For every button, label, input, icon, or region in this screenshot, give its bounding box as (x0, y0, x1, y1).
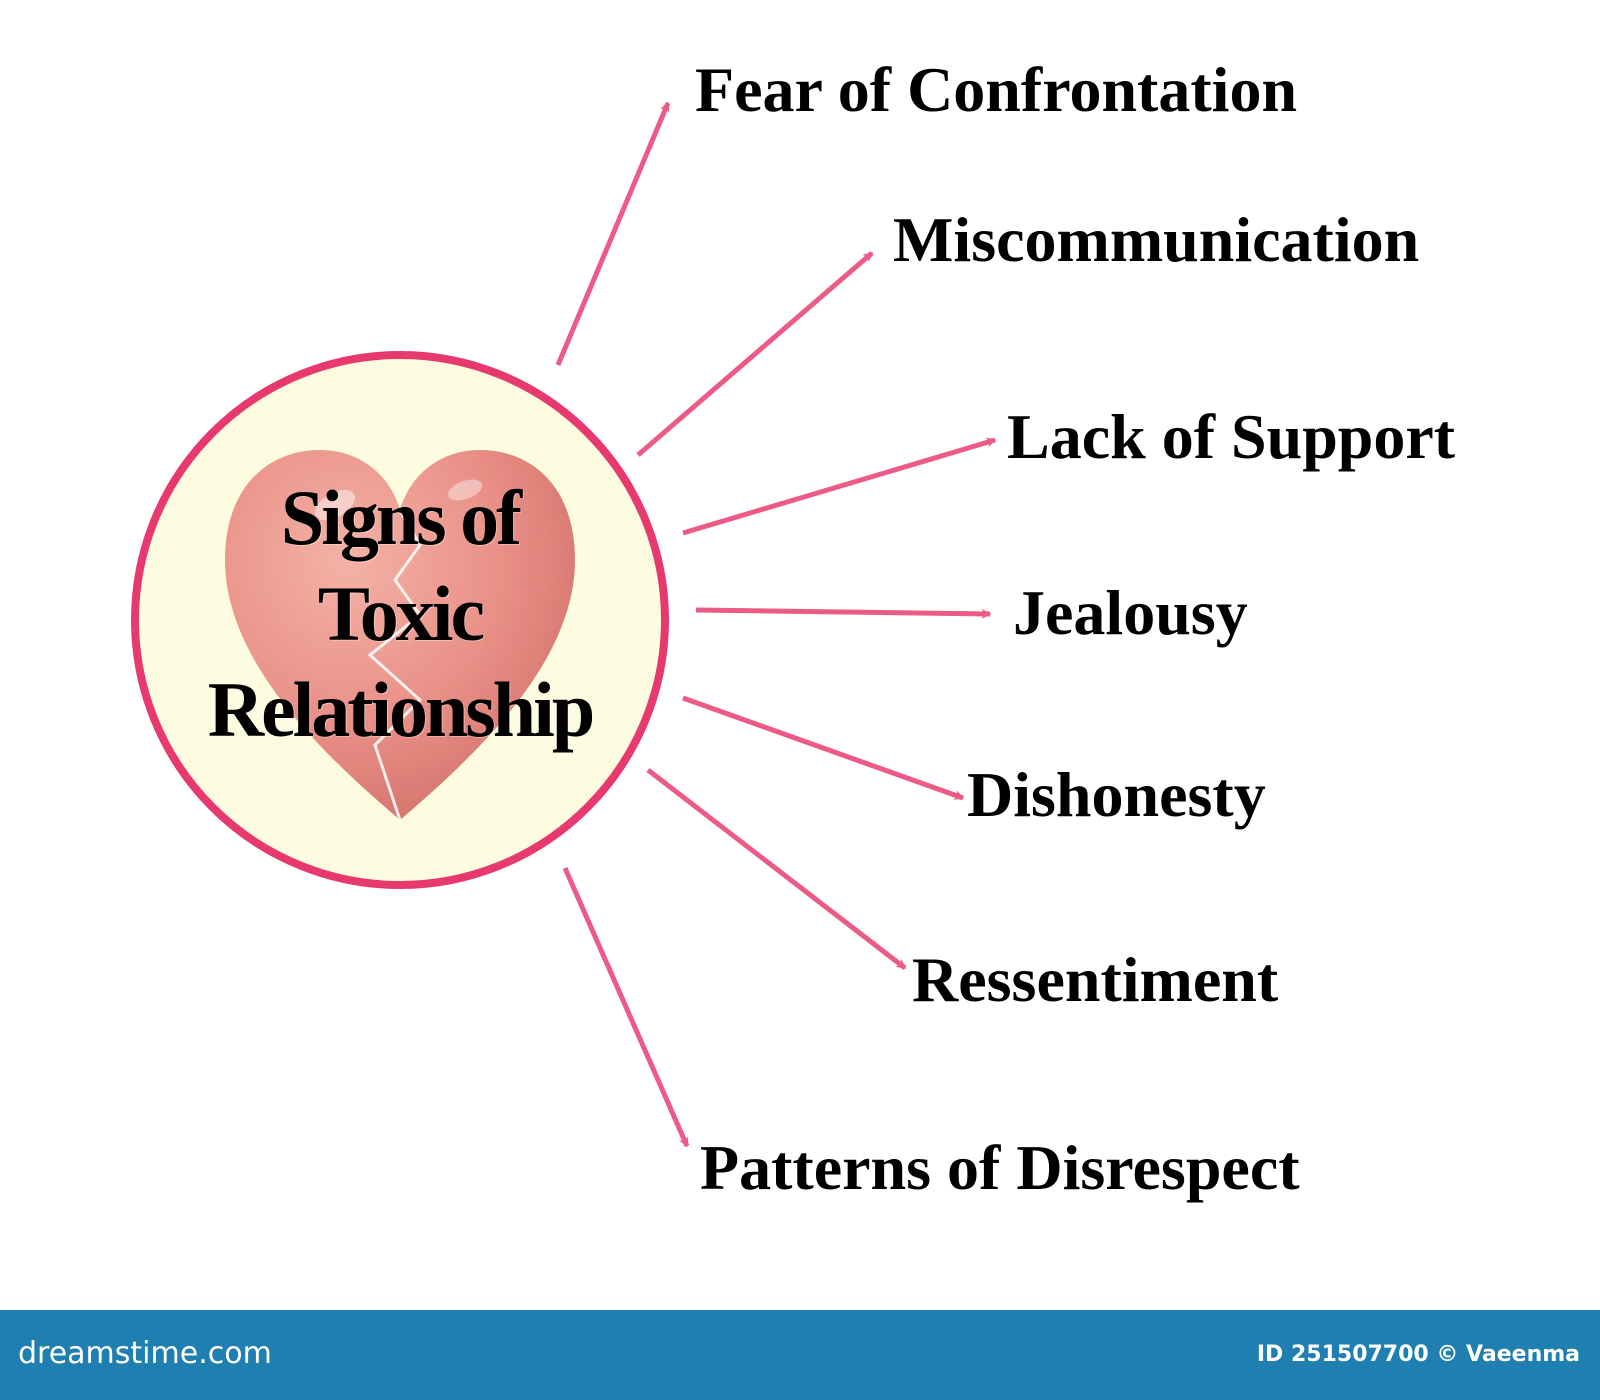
label-lack-of-support: Lack of Support (1007, 402, 1455, 472)
label-ressentiment: Ressentiment (912, 945, 1278, 1015)
center-title: Signs of Toxic Relationship (170, 470, 630, 758)
arrow-lack-of-support (683, 440, 995, 533)
arrow-dishonesty (683, 698, 963, 798)
arrow-miscommunication (638, 253, 872, 455)
label-dishonesty: Dishonesty (967, 760, 1266, 830)
label-fear-of-confrontation: Fear of Confrontation (695, 55, 1297, 125)
center-title-line-3: Relationship (170, 662, 630, 758)
arrow-fear-of-confrontation (558, 103, 668, 365)
arrow-patterns-of-disrespect (565, 868, 687, 1146)
center-title-line-2: Toxic (170, 566, 630, 662)
diagram: Signs of Toxic Relationship Fear of Conf… (0, 0, 1600, 1310)
arrow-jealousy (696, 610, 990, 614)
arrow-ressentiment (648, 770, 905, 968)
watermark-footer: dreamstime.com ID 251507700 © Vaeenma (0, 1310, 1600, 1400)
label-patterns-of-disrespect: Patterns of Disrespect (700, 1133, 1300, 1203)
center-title-line-1: Signs of (170, 470, 630, 566)
footer-credit: ID 251507700 © Vaeenma (1257, 1338, 1580, 1372)
label-miscommunication: Miscommunication (893, 205, 1419, 275)
footer-brand-logo: dreamstime.com (18, 1332, 272, 1376)
label-jealousy: Jealousy (1013, 578, 1248, 648)
